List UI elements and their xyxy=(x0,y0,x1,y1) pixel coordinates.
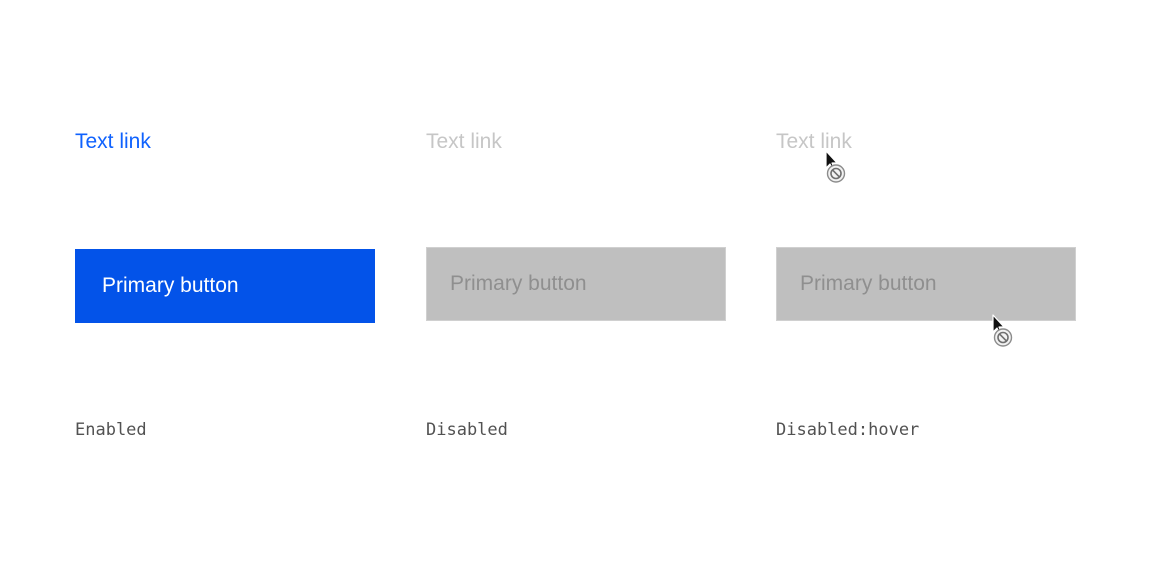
primary-button-label: Primary button xyxy=(800,272,937,295)
primary-button-enabled[interactable]: Primary button xyxy=(75,249,375,323)
state-label-enabled: Enabled xyxy=(75,420,147,440)
primary-button-label: Primary button xyxy=(450,272,587,295)
text-link-disabled-hover: Text link xyxy=(776,130,852,153)
text-link-disabled: Text link xyxy=(426,130,502,153)
primary-button-disabled-hover: Primary button xyxy=(776,247,1076,321)
not-allowed-cursor-icon xyxy=(992,314,1013,347)
state-label-disabled: Disabled xyxy=(426,420,508,440)
primary-button-label: Primary button xyxy=(102,274,239,297)
not-allowed-cursor-icon xyxy=(825,150,846,183)
primary-button-disabled: Primary button xyxy=(426,247,726,321)
state-label-disabled-hover: Disabled:hover xyxy=(776,420,920,440)
text-link-enabled[interactable]: Text link xyxy=(75,130,151,153)
